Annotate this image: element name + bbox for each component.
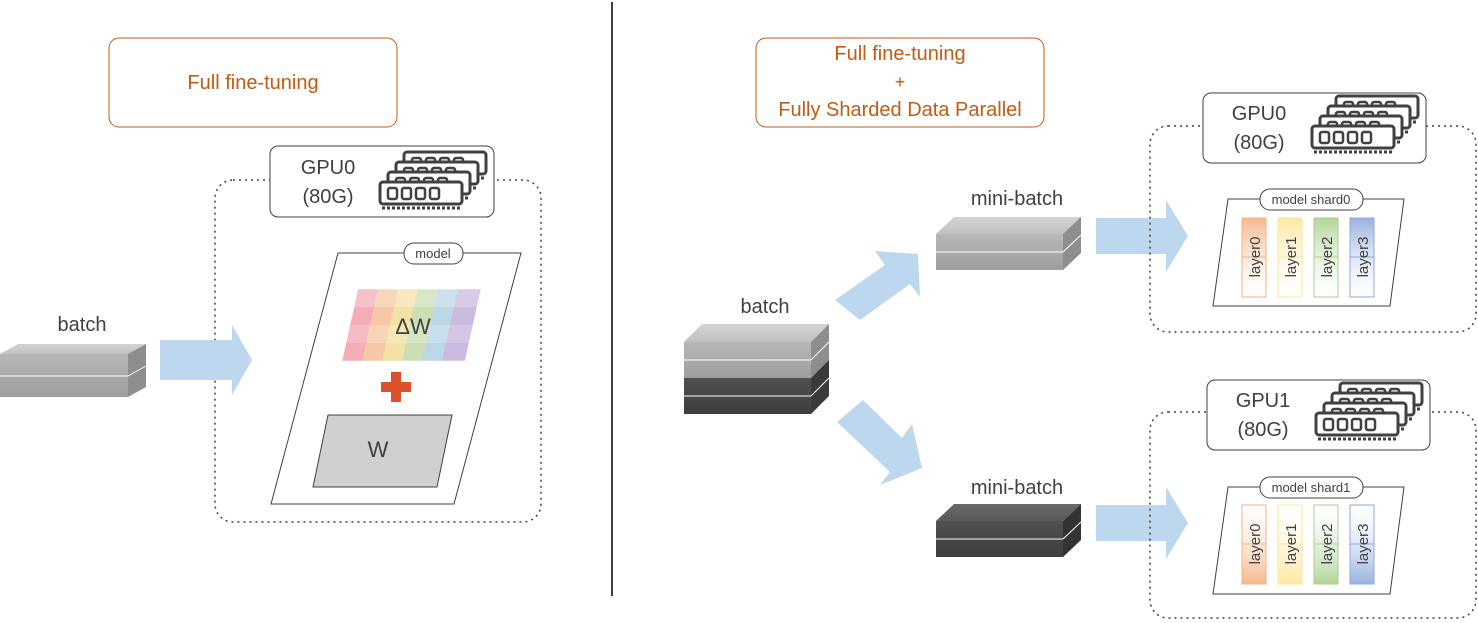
shard1-arrow — [1096, 487, 1188, 559]
right-batch-label: batch — [741, 296, 790, 318]
left-panel: Full fine-tuning GPU0 (80G) batch model — [0, 37, 542, 523]
left-title-box — [108, 37, 398, 128]
minibatch-top-label: mini-batch — [971, 188, 1063, 210]
split-arrow-down — [837, 400, 922, 485]
shard1-layer0-label: layer0 — [1247, 524, 1264, 565]
shard0-layer3-label: layer3 — [1355, 237, 1372, 278]
shard1-label: model shard1 — [1272, 480, 1351, 495]
shard0-layer1-label: layer1 — [1283, 237, 1300, 278]
shard0-label: model shard0 — [1272, 192, 1351, 207]
left-batch-block — [0, 344, 147, 397]
w-label: W — [368, 437, 389, 462]
delta-w-label: ΔW — [395, 314, 431, 339]
right-title-box — [755, 37, 1045, 128]
model-tag — [403, 242, 464, 265]
right-title-line3: Fully Sharded Data Parallel — [778, 99, 1021, 121]
gpu0-shard-memory: (80G) — [1233, 132, 1284, 154]
shard0-layer0-label: layer0 — [1247, 237, 1264, 278]
gpu0-name: GPU0 — [301, 157, 355, 179]
gpu1-memory: (80G) — [1237, 419, 1288, 441]
model-label: model — [415, 246, 451, 261]
shard1-layers: layer0 layer1 layer2 layer3 — [1241, 504, 1375, 585]
left-batch-arrow — [160, 325, 252, 395]
split-arrow-up — [835, 251, 920, 320]
gpu0-shard-name: GPU0 — [1232, 103, 1286, 125]
shard0-arrow — [1096, 200, 1188, 272]
shard0-layers: layer0 layer1 layer2 layer3 — [1241, 217, 1375, 298]
right-title-line1: Full fine-tuning — [834, 43, 965, 65]
shard0-layer2-label: layer2 — [1319, 237, 1336, 278]
right-panel: Full fine-tuning + Fully Sharded Data Pa… — [684, 37, 1477, 619]
minibatch-bottom-label: mini-batch — [971, 477, 1063, 499]
left-title: Full fine-tuning — [187, 72, 318, 94]
shard0-tag — [1259, 188, 1364, 211]
shard1-layer1-label: layer1 — [1283, 524, 1300, 565]
shard1-layer3-label: layer3 — [1355, 524, 1372, 565]
shard1-layer2-label: layer2 — [1319, 524, 1336, 565]
gpu1-name: GPU1 — [1236, 390, 1290, 412]
shard1-tag — [1259, 476, 1364, 499]
right-title-line2: + — [895, 72, 906, 92]
right-batch-block — [684, 324, 830, 414]
delta-w-matrix: ΔW — [341, 288, 482, 362]
minibatch-top-block — [936, 217, 1082, 270]
gpu0-memory: (80G) — [302, 186, 353, 208]
plus-icon — [381, 372, 411, 402]
w-matrix — [312, 414, 453, 488]
minibatch-bottom-block — [936, 504, 1082, 557]
left-batch-label: batch — [58, 314, 107, 336]
